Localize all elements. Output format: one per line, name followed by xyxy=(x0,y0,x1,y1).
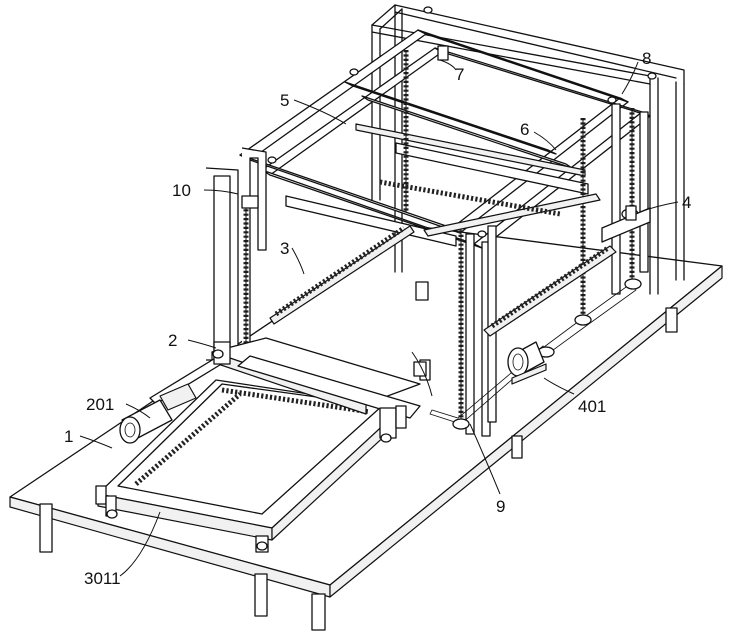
fittings xyxy=(241,6,657,238)
label-4: 4 xyxy=(682,193,691,212)
leader-lines xyxy=(79,59,679,577)
motor-201 xyxy=(119,383,197,444)
label-9: 9 xyxy=(496,497,505,516)
label-5: 5 xyxy=(280,91,289,110)
label-10: 10 xyxy=(172,181,191,200)
label-1: 1 xyxy=(64,427,73,446)
horizontal-screw-assembly xyxy=(269,179,617,337)
label-6: 6 xyxy=(520,120,529,139)
motor-401 xyxy=(507,341,547,385)
tray-carriage xyxy=(95,281,431,553)
label-201: 201 xyxy=(86,395,114,414)
vertical-lead-screws xyxy=(243,50,635,420)
label-7: 7 xyxy=(455,65,464,84)
top-frame xyxy=(239,29,651,249)
label-401: 401 xyxy=(578,397,606,416)
label-3011: 3011 xyxy=(84,569,121,588)
belt-drive xyxy=(429,207,651,430)
label-2: 2 xyxy=(168,331,177,350)
label-3: 3 xyxy=(280,239,289,258)
label-8: 8 xyxy=(642,49,651,68)
part-labels: 7 8 5 6 4 10 3 2 201 1 401 9 3011 xyxy=(64,49,691,588)
